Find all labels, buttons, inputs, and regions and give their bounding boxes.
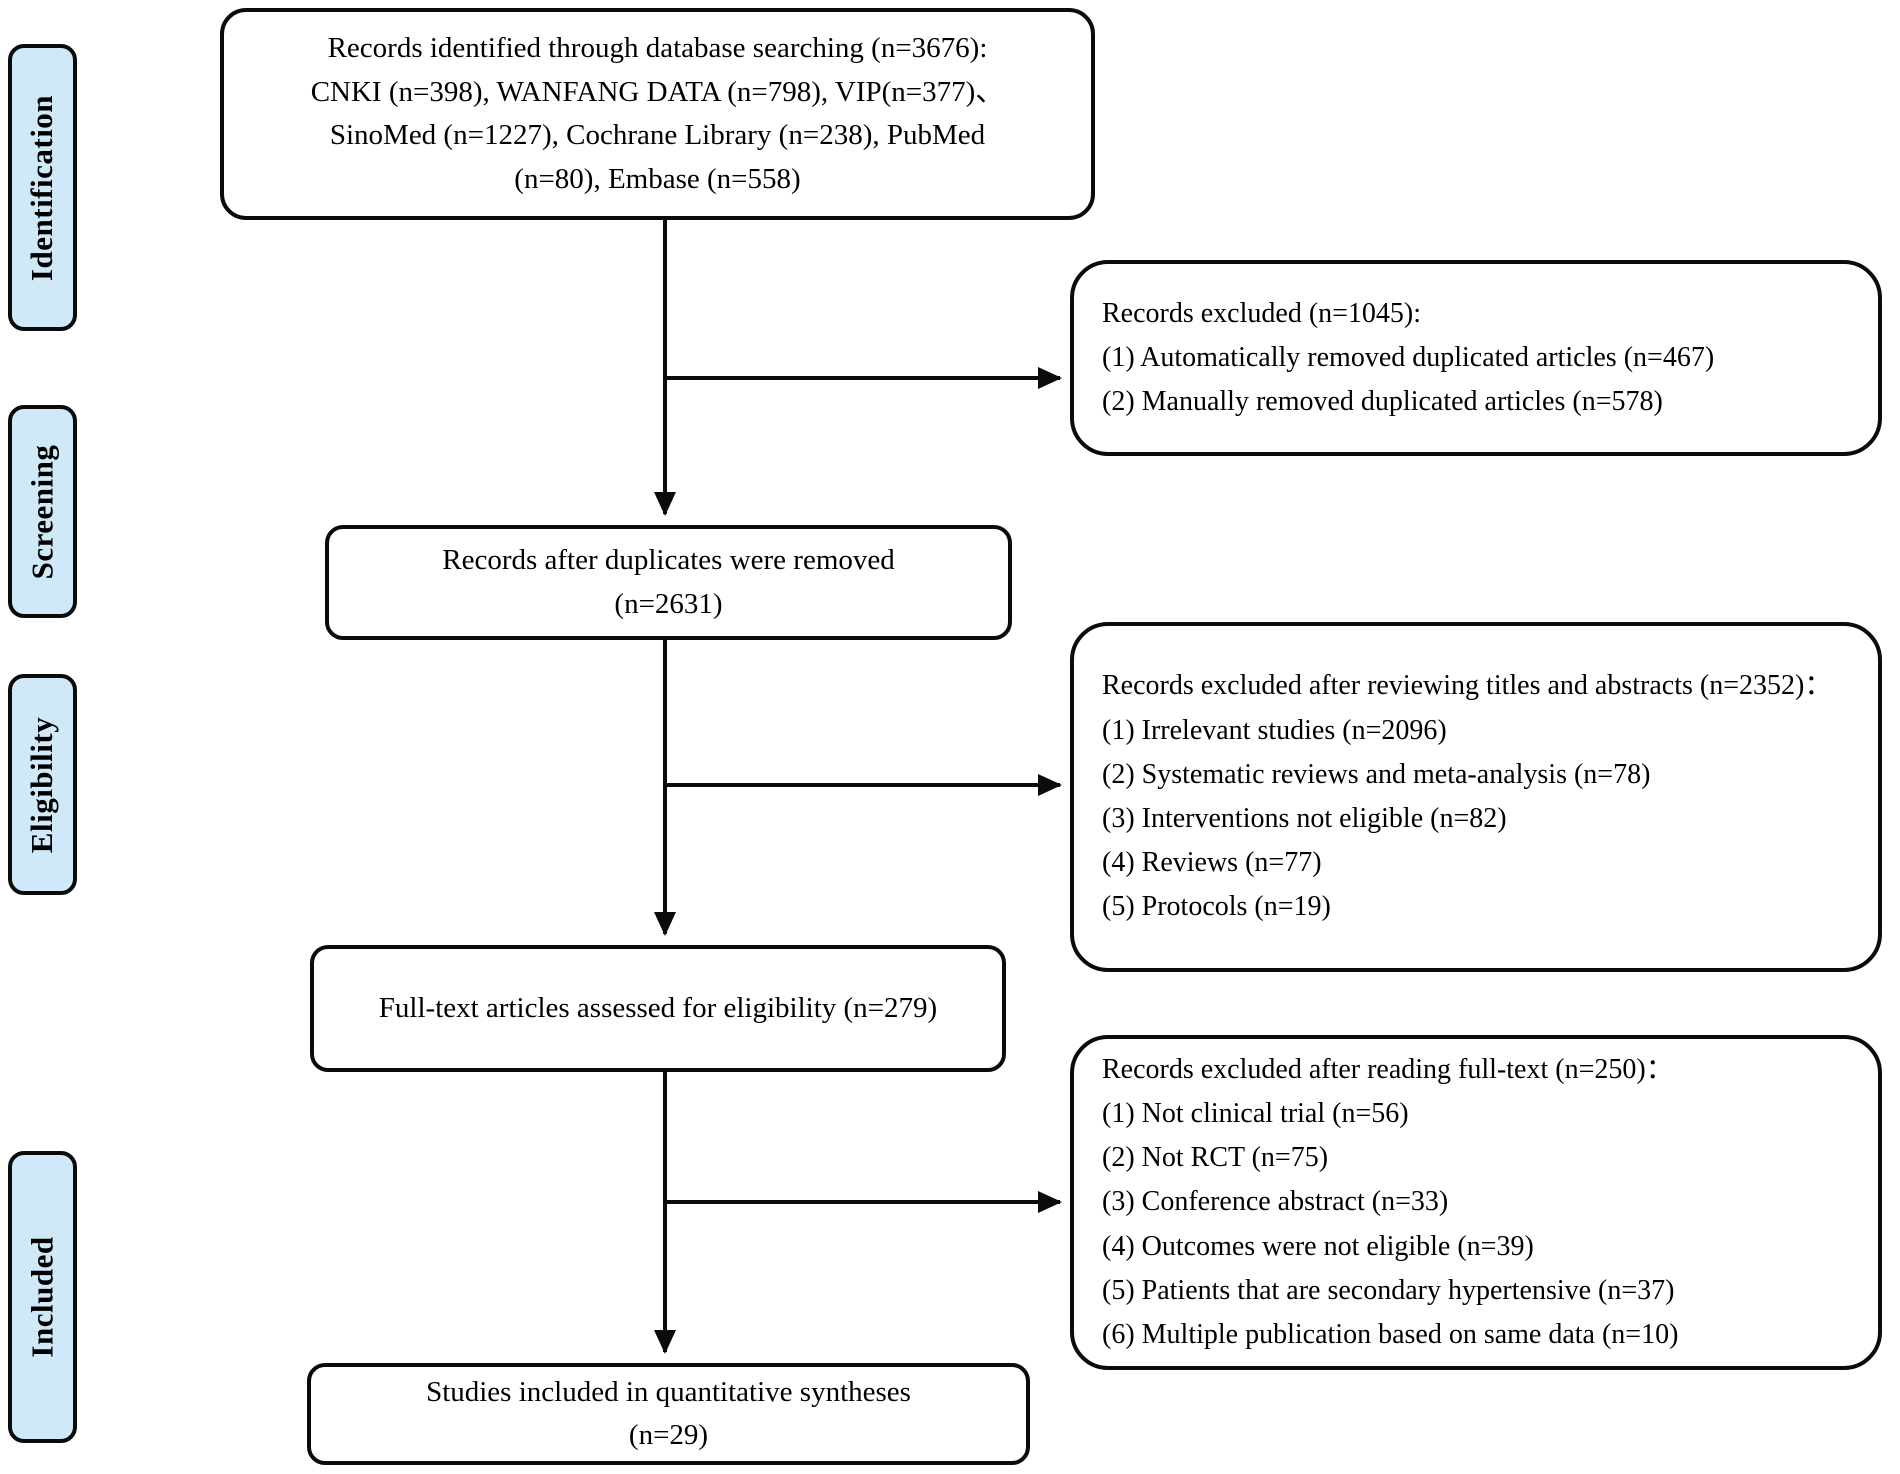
excluded-title-abstract-item: (5) Protocols (n=19) [1102, 891, 1331, 923]
records-identified-line: Records identified through database sear… [327, 32, 988, 64]
excluded-fulltext-item: (4) Outcomes were not eligible (n=39) [1102, 1230, 1534, 1262]
fulltext-assessed-line: Full-text articles assessed for eligibil… [378, 991, 938, 1024]
stage-eligibility: Eligibility [8, 674, 77, 895]
after-duplicates-line: Records after duplicates were removed [442, 544, 895, 576]
excluded-fulltext-item: (3) Conference abstract (n=33) [1102, 1186, 1449, 1218]
excluded-fulltext-title: Records excluded after reading full-text… [1102, 1053, 1674, 1085]
excluded-title-abstract-item: (4) Reviews (n=77) [1102, 847, 1322, 879]
excluded-title-abstract-item: (3) Interventions not eligible (n=82) [1102, 803, 1507, 834]
stage-identification-label: Identification [24, 94, 60, 281]
records-identified-line: CNKI (n=398), WANFANG DATA (n=798), VIP(… [310, 75, 1005, 108]
included-quantitative-count: (n=29) [628, 1419, 709, 1451]
box-records-identified: Records identified through database sear… [220, 8, 1095, 220]
stage-screening: Screening [8, 405, 77, 618]
box-included-quantitative: Studies included in quantitative synthes… [307, 1363, 1030, 1465]
excluded-fulltext-item: (5) Patients that are secondary hyperten… [1102, 1274, 1675, 1306]
box-after-duplicates: Records after duplicates were removed (n… [325, 525, 1012, 640]
excluded-title-abstract-item: (2) Systematic reviews and meta-analysis… [1102, 758, 1651, 790]
excluded-fulltext-item: (2) Not RCT (n=75) [1102, 1142, 1329, 1174]
excluded-duplicates-item: (2) Manually removed duplicated articles… [1102, 386, 1663, 418]
box-excluded-title-abstract: Records excluded after reviewing titles … [1070, 622, 1882, 972]
excluded-fulltext-item: (1) Not clinical trial (n=56) [1102, 1097, 1409, 1129]
excluded-fulltext-item: (6) Multiple publication based on same d… [1102, 1319, 1679, 1351]
stage-included-label: Included [24, 1236, 60, 1358]
box-excluded-fulltext: Records excluded after reading full-text… [1070, 1035, 1882, 1370]
excluded-title-abstract-item: (1) Irrelevant studies (n=2096) [1102, 714, 1447, 746]
excluded-title-abstract-title: Records excluded after reviewing titles … [1102, 670, 1833, 702]
stage-identification: Identification [8, 44, 77, 331]
box-fulltext-assessed: Full-text articles assessed for eligibil… [310, 945, 1006, 1072]
records-identified-line: SinoMed (n=1227), Cochrane Library (n=23… [329, 119, 986, 151]
stage-screening-label: Screening [24, 444, 60, 579]
excluded-duplicates-item: (1) Automatically removed duplicated art… [1102, 341, 1715, 373]
included-quantitative-line: Studies included in quantitative synthes… [426, 1375, 911, 1408]
box-excluded-duplicates: Records excluded (n=1045): (1) Automatic… [1070, 260, 1882, 456]
stage-included: Included [8, 1151, 77, 1443]
after-duplicates-count: (n=2631) [614, 587, 723, 620]
records-identified-line: (n=80), Embase (n=558) [514, 162, 801, 195]
stage-eligibility-label: Eligibility [24, 716, 60, 853]
excluded-duplicates-title: Records excluded (n=1045): [1102, 297, 1422, 329]
